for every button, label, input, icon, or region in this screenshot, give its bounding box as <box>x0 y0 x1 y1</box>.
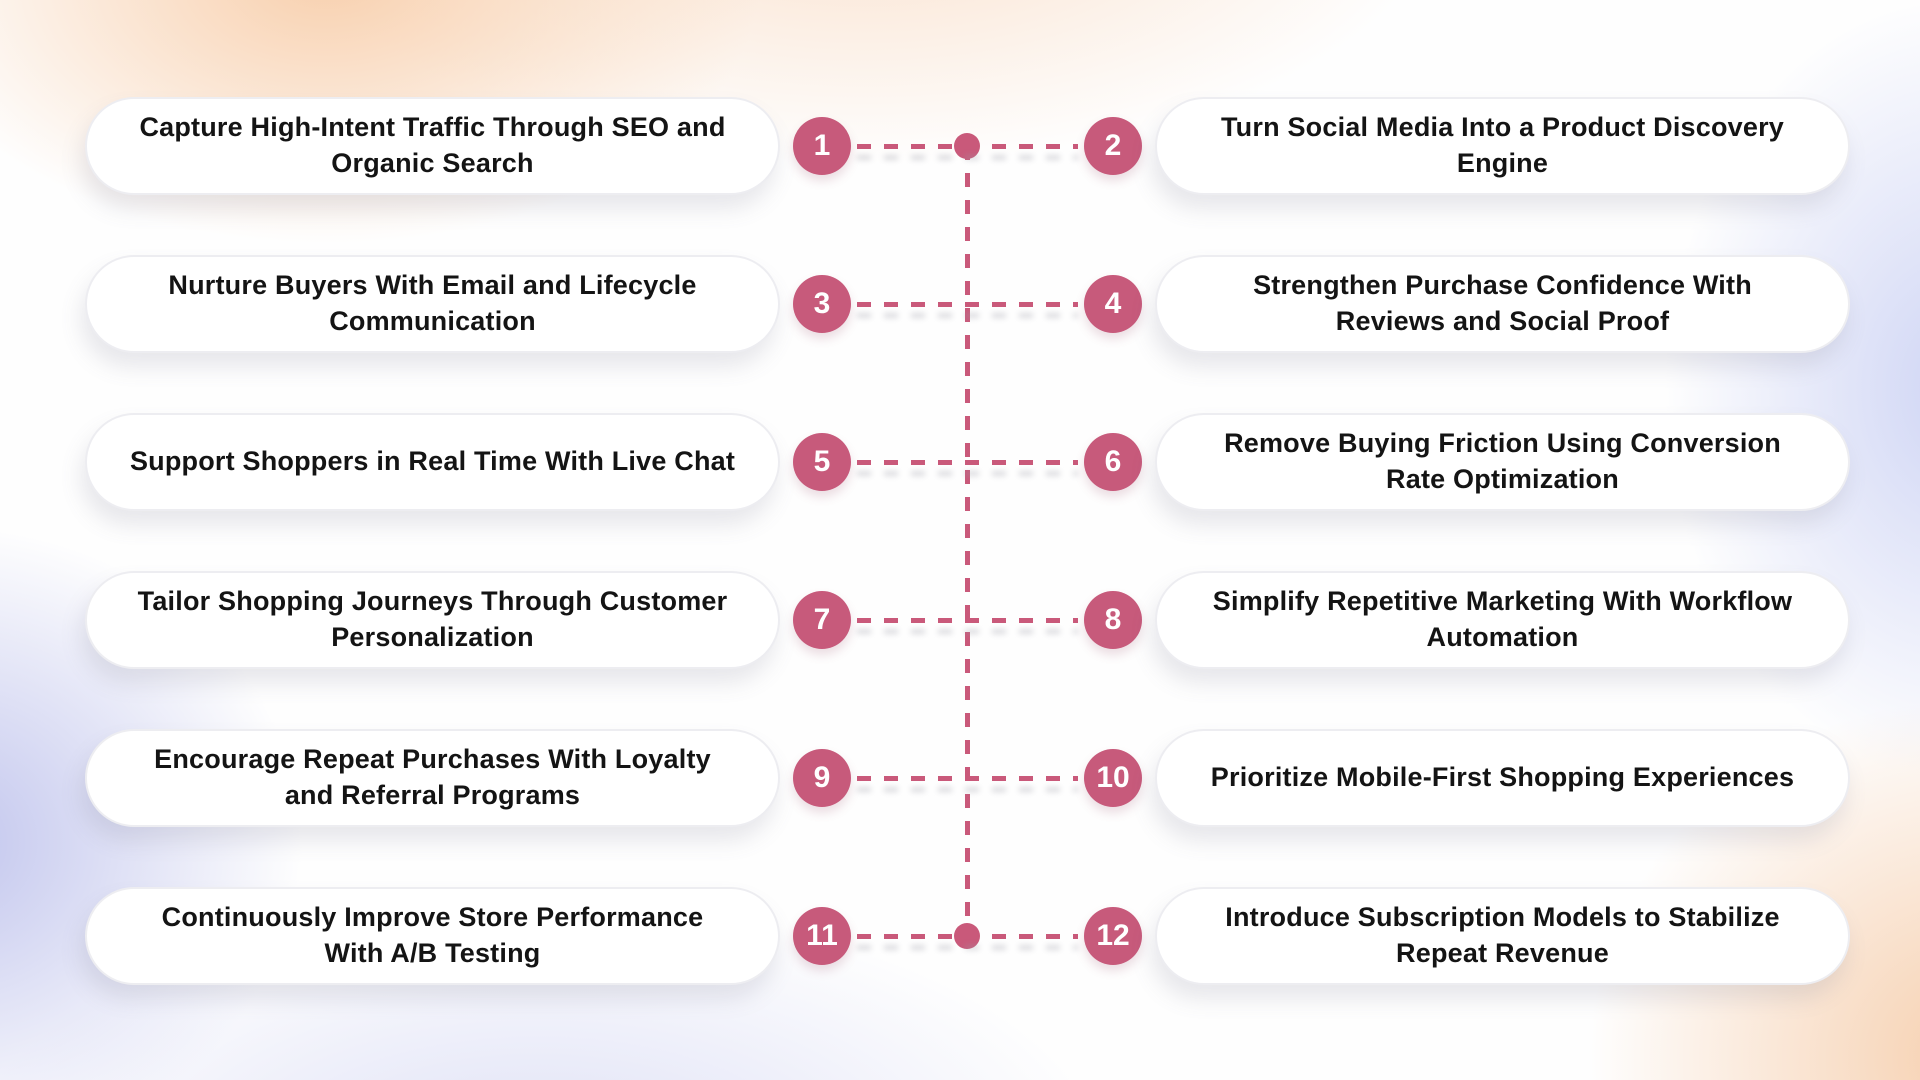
card-step-6-label: Remove Buying Friction Using Conversion … <box>1224 428 1781 494</box>
connector-row-2: 3 4 <box>780 255 1155 353</box>
step-6-number-badge: 6 <box>1084 433 1142 491</box>
card-step-10: Prioritize Mobile-First Shopping Experie… <box>1155 729 1850 827</box>
step-8-number-badge: 8 <box>1084 591 1142 649</box>
card-step-5-label: Support Shoppers in Real Time With Live … <box>129 446 736 477</box>
step-3-number-badge: 3 <box>793 275 851 333</box>
connector-row-3: 5 6 <box>780 413 1155 511</box>
card-step-1: Capture High-Intent Traffic Through SEO … <box>85 97 780 195</box>
card-step-4-label: Strengthen Purchase Confidence With Revi… <box>1253 270 1752 336</box>
card-step-11: Continuously Improve Store Performance W… <box>85 887 780 985</box>
card-step-2-label: Turn Social Media Into a Product Discove… <box>1220 112 1785 178</box>
connector-row-6: 11 12 <box>780 887 1155 985</box>
row-3: Support Shoppers in Real Time With Live … <box>0 413 1920 511</box>
card-step-5: Support Shoppers in Real Time With Live … <box>85 413 780 511</box>
row-1: Capture High-Intent Traffic Through SEO … <box>0 97 1920 195</box>
card-step-6: Remove Buying Friction Using Conversion … <box>1155 413 1850 511</box>
horizontal-dashed-line <box>857 775 1078 781</box>
card-step-7: Tailor Shopping Journeys Through Custome… <box>85 571 780 669</box>
center-vertical-dashed-line <box>965 146 970 936</box>
step-1-number-badge: 1 <box>793 117 851 175</box>
row-4: Tailor Shopping Journeys Through Custome… <box>0 571 1920 669</box>
step-7-number-badge: 7 <box>793 591 851 649</box>
row-5: Encourage Repeat Purchases With Loyalty … <box>0 729 1920 827</box>
step-9-number-badge: 9 <box>793 749 851 807</box>
card-step-12-label: Introduce Subscription Models to Stabili… <box>1225 902 1780 968</box>
card-step-9-label: Encourage Repeat Purchases With Loyalty … <box>154 744 711 810</box>
card-step-8: Simplify Repetitive Marketing With Workf… <box>1155 571 1850 669</box>
row-2: Nurture Buyers With Email and Lifecycle … <box>0 255 1920 353</box>
step-10-number-badge: 10 <box>1084 749 1142 807</box>
step-11-number-badge: 11 <box>793 907 851 965</box>
horizontal-dashed-line <box>857 459 1078 465</box>
step-2-number-badge: 2 <box>1084 117 1142 175</box>
card-step-1-label: Capture High-Intent Traffic Through SEO … <box>139 112 726 178</box>
horizontal-dashed-line <box>857 143 1078 149</box>
horizontal-dashed-line <box>857 301 1078 307</box>
row-6: Continuously Improve Store Performance W… <box>0 887 1920 985</box>
step-4-number-badge: 4 <box>1084 275 1142 333</box>
card-step-8-label: Simplify Repetitive Marketing With Workf… <box>1212 586 1793 652</box>
card-step-3: Nurture Buyers With Email and Lifecycle … <box>85 255 780 353</box>
horizontal-dashed-line <box>857 933 1078 939</box>
step-12-number-badge: 12 <box>1084 907 1142 965</box>
card-step-3-label: Nurture Buyers With Email and Lifecycle … <box>168 270 697 336</box>
step-5-number-badge: 5 <box>793 433 851 491</box>
connector-row-1: 1 2 <box>780 97 1155 195</box>
card-step-4: Strengthen Purchase Confidence With Revi… <box>1155 255 1850 353</box>
card-step-2: Turn Social Media Into a Product Discove… <box>1155 97 1850 195</box>
connector-row-5: 9 10 <box>780 729 1155 827</box>
connector-row-4: 7 8 <box>780 571 1155 669</box>
card-step-7-label: Tailor Shopping Journeys Through Custome… <box>137 586 728 652</box>
card-step-10-label: Prioritize Mobile-First Shopping Experie… <box>1210 762 1795 793</box>
horizontal-dashed-line <box>857 617 1078 623</box>
rows-container: Capture High-Intent Traffic Through SEO … <box>0 97 1920 985</box>
card-step-9: Encourage Repeat Purchases With Loyalty … <box>85 729 780 827</box>
card-step-12: Introduce Subscription Models to Stabili… <box>1155 887 1850 985</box>
card-step-11-label: Continuously Improve Store Performance W… <box>161 902 704 968</box>
